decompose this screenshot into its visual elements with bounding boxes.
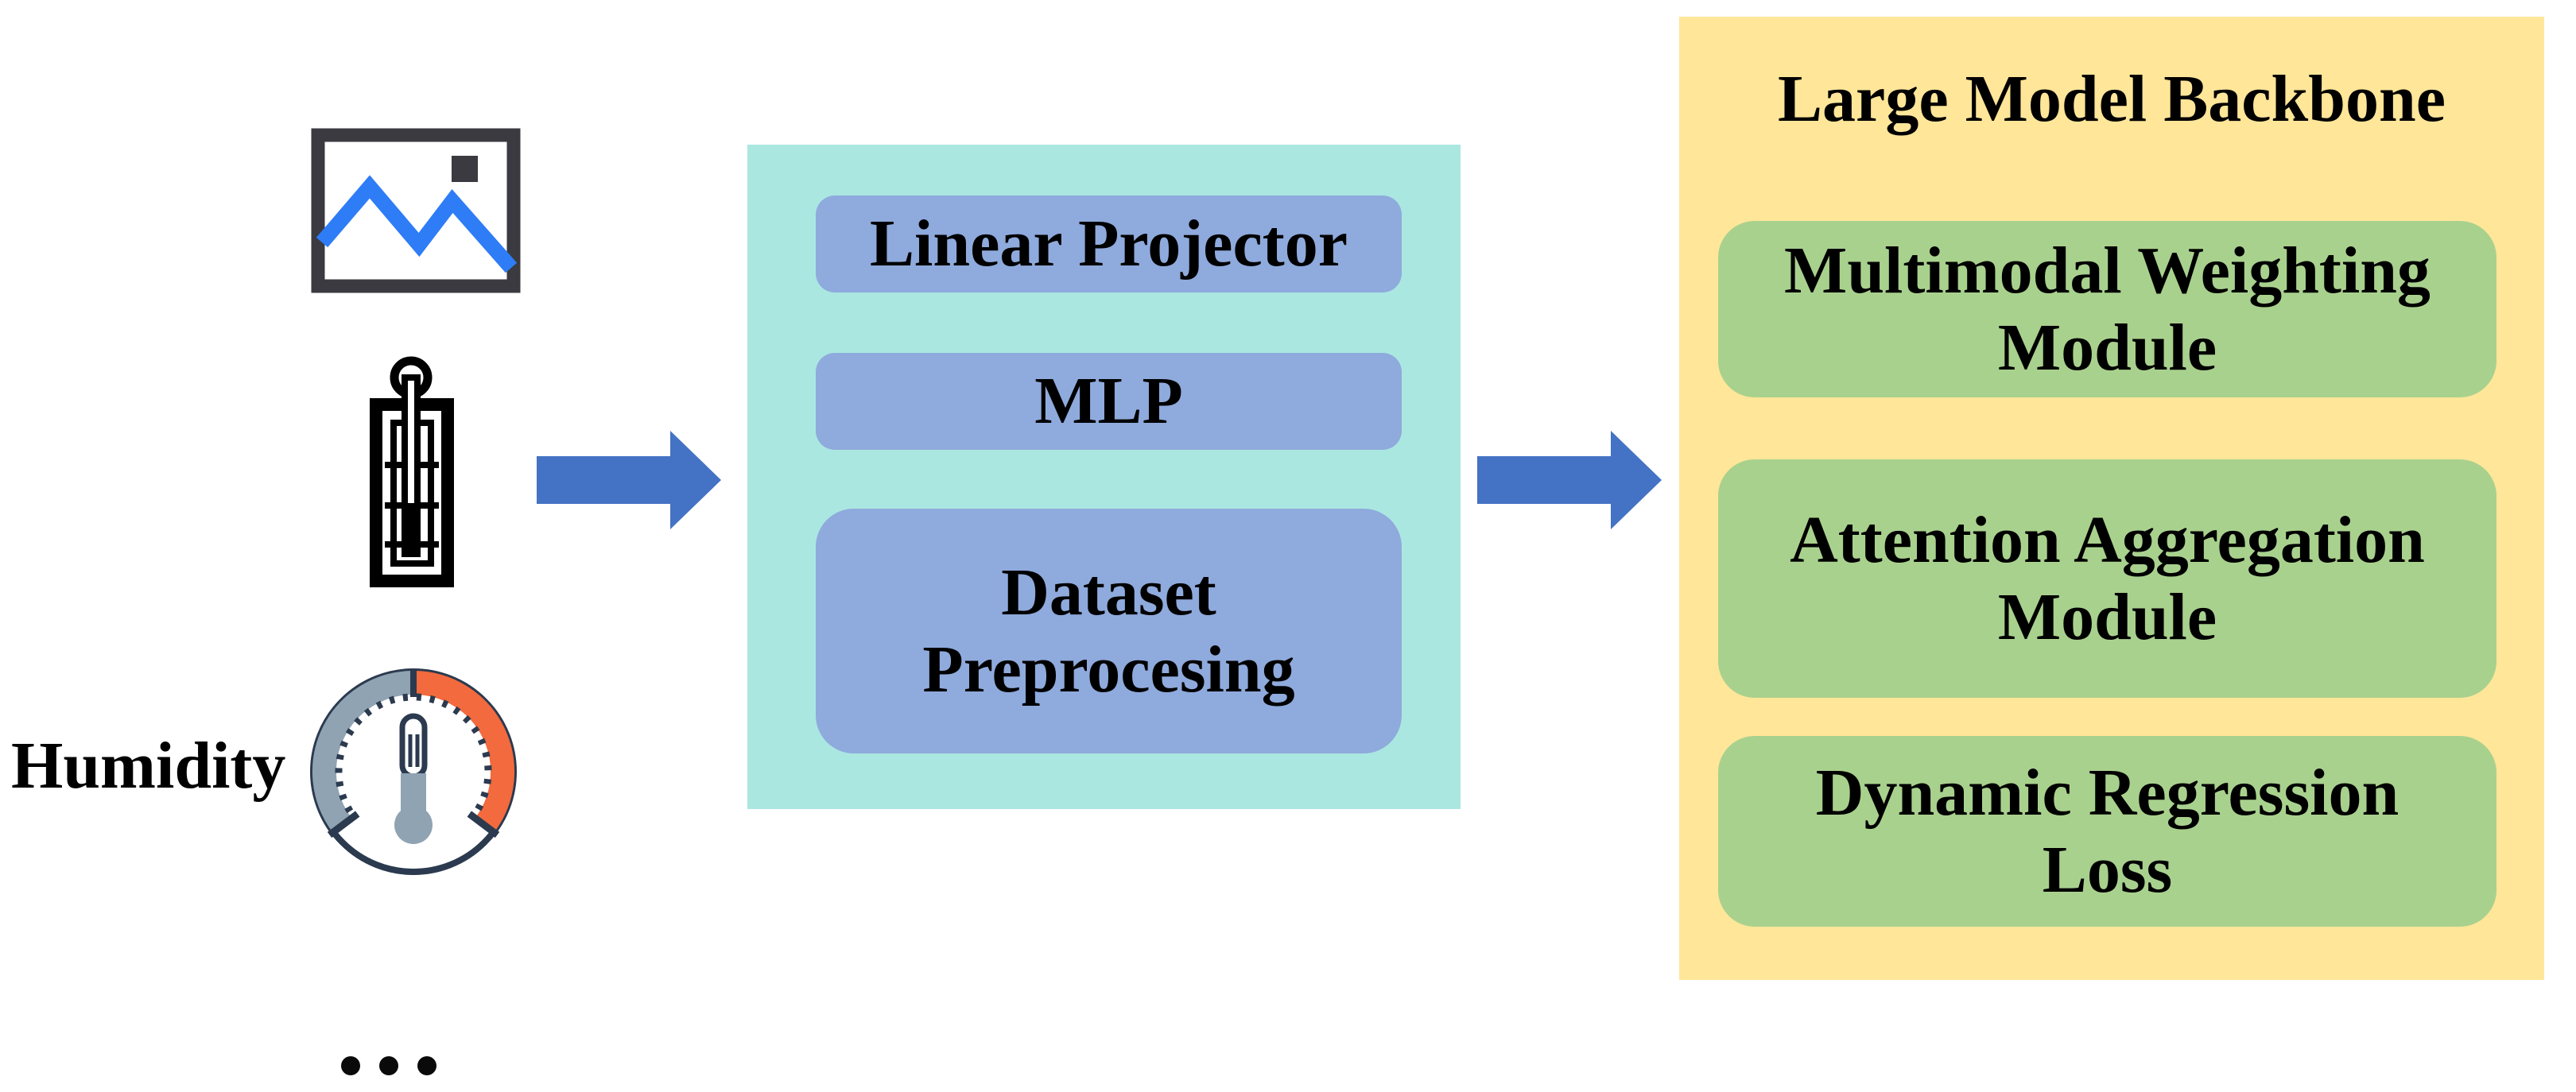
module-attention-aggregation: Attention Aggregation Module (1718, 459, 2496, 698)
module-label-line: Dynamic Regression (1815, 755, 2399, 830)
humidity-label: Humidity (11, 729, 286, 803)
module-label-line: Module (1997, 580, 2217, 654)
module-label-line: Module (1997, 311, 2217, 385)
module-label-line: Preprocesing (922, 633, 1295, 707)
module-dataset-preprocessing: Dataset Preprocesing (816, 509, 1402, 753)
thermometer-icon (370, 356, 454, 587)
module-label-line: Attention Aggregation (1790, 502, 2425, 577)
ellipsis-icon (341, 1056, 436, 1075)
image-icon (311, 128, 521, 293)
arrow-preprocess-to-backbone (1477, 431, 1662, 529)
module-label-line: Dataset (1001, 555, 1216, 629)
module-mlp: MLP (816, 353, 1402, 450)
backbone-panel-title: Large Model Backbone (1778, 62, 2446, 136)
module-dynamic-regression-loss: Dynamic Regression Loss (1718, 736, 2496, 927)
module-multimodal-weighting: Multimodal Weighting Module (1718, 221, 2496, 397)
module-label-line: Loss (2042, 833, 2173, 907)
arrow-inputs-to-preprocess (537, 431, 721, 529)
module-label: Linear Projector (869, 207, 1348, 281)
humidity-gauge-icon (310, 668, 517, 875)
module-label: MLP (1034, 364, 1183, 439)
module-linear-projector: Linear Projector (816, 196, 1402, 292)
module-label-line: Multimodal Weighting (1784, 233, 2431, 308)
